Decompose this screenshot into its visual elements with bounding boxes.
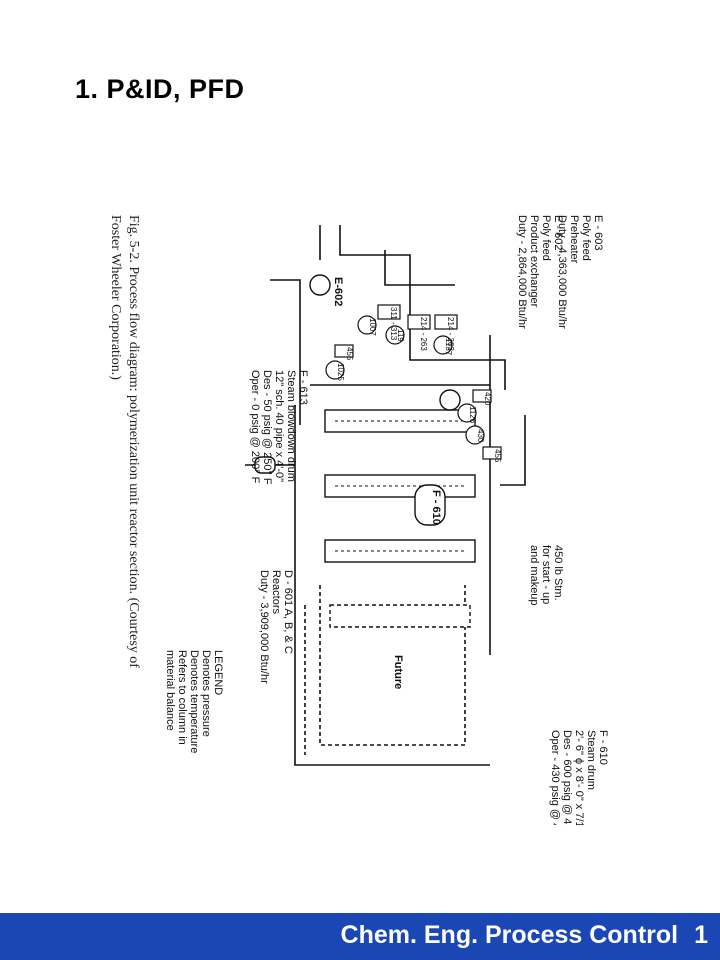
tag-455b [482, 446, 502, 460]
steam-drum-f610 [414, 484, 446, 526]
label-f613: F - 613 Steam blowdown drum 12" sch. 40 … [249, 370, 309, 488]
tag-214a [407, 314, 431, 330]
footer-page-number: 1 [694, 921, 708, 949]
label-f610: F - 610 Steam drum 2'- 6" ϕ x 8'- 0" x 7… [549, 730, 609, 825]
header-left [294, 405, 490, 766]
tag-1007-text: 1007 [368, 318, 377, 336]
tag-430 [465, 425, 485, 445]
tag-1025 [325, 360, 345, 380]
figure-caption: Fig. 5-2. Process flow diagram: polymeri… [108, 215, 141, 671]
reactor-a [324, 409, 476, 433]
tag-455b-text: 455 [493, 449, 502, 463]
slide-title: 1. P&ID, PFD [75, 74, 245, 104]
tag-1025-text: 1025 [336, 363, 345, 381]
tag-1137-text: 1137 [444, 338, 453, 356]
reactor-tubes [335, 420, 465, 552]
tag-311-text: 311 - 313 [389, 307, 398, 341]
footer-course: Chem. Eng. Process Control [340, 921, 679, 949]
reactor-future [329, 604, 471, 628]
label-d601: D - 601 A, B, & C Reactors Duty - 3,909,… [258, 570, 294, 684]
tag-214a-text: 214 - 263 [419, 317, 428, 351]
tag-455a [334, 344, 354, 358]
pfd-svg: E - 603 Poly feed Preheater Duty - 4,363… [108, 215, 609, 856]
future-dashed [319, 585, 466, 746]
label-e602: E - 602 Poly feed Product exchanger Duty… [516, 215, 564, 329]
label-e603: E - 603 Poly feed Preheater Duty - 4,363… [556, 215, 604, 329]
exchanger-e603 [439, 389, 461, 411]
exchanger-e602 [309, 274, 331, 296]
tag-420 [472, 389, 492, 403]
tag-1126-text: 1126 [468, 406, 477, 424]
steam-drum-riser [500, 415, 526, 486]
tag-214b-text: 214 - 263 [446, 317, 455, 351]
tag-1137 [433, 335, 453, 355]
tag-1126 [457, 403, 477, 423]
label-future: Future [392, 655, 404, 689]
tag-119 [385, 325, 405, 345]
product-line [384, 250, 455, 286]
feed-line [339, 225, 506, 390]
tag-214b [434, 314, 458, 330]
label-e602-tag: E-602 [332, 277, 344, 306]
footer-bar: Chem. Eng. Process Control 1 [0, 913, 720, 960]
blowdown-drum-f613 [254, 456, 276, 474]
tag-311 [377, 304, 401, 320]
tag-455a-text: 455 [345, 347, 354, 361]
label-f610-tag: F - 610 [430, 490, 442, 525]
label-steam-makeup: 450 lb Stm. for start - up and makeup [528, 545, 564, 607]
tag-119-text: 119 [396, 329, 405, 342]
tag-1007 [357, 315, 377, 335]
footer-text: Chem. Eng. Process Control 1 [341, 921, 708, 950]
reactor-c [324, 539, 476, 563]
tag-420-text: 420 [483, 392, 492, 406]
legend: LEGEND Denotes pressure Denotes temperat… [164, 650, 224, 756]
process-flow-diagram: E - 603 Poly feed Preheater Duty - 4,363… [95, 185, 615, 856]
bypass-line [270, 279, 301, 425]
tag-430-text: 430 [476, 429, 485, 443]
